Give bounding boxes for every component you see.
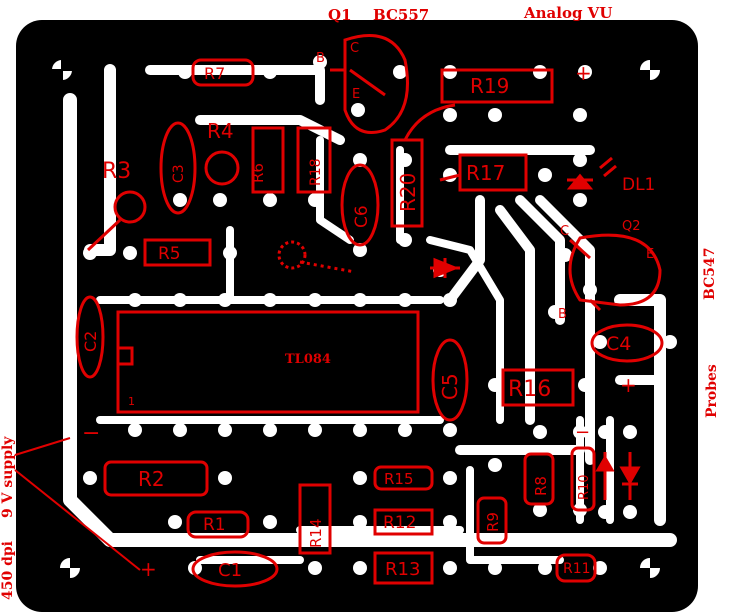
supply-pointer-lines xyxy=(14,437,141,571)
label-r14: R14 xyxy=(307,518,325,548)
r13-body xyxy=(373,551,434,585)
label-r4: R4 xyxy=(207,119,234,143)
label-r15: R15 xyxy=(384,470,414,488)
probes-label: Probes xyxy=(704,364,720,418)
r2-body xyxy=(103,460,209,497)
q1-part-number: BC557 xyxy=(373,6,429,24)
diode-d1 xyxy=(430,257,460,279)
probe-diode-b xyxy=(619,452,641,500)
mounting-holes xyxy=(50,58,662,580)
label-c5: C5 xyxy=(438,373,462,400)
c5-body xyxy=(431,338,469,422)
board-title: Analog VU xyxy=(523,4,612,22)
jumper-pad-ring xyxy=(277,240,307,270)
r15-body xyxy=(373,465,434,491)
label-ic-pin1: 1 xyxy=(128,395,135,408)
r12-body xyxy=(373,508,434,536)
q1-pin-b: B xyxy=(316,51,325,66)
label-r11: R11 xyxy=(563,561,591,577)
r3-lead xyxy=(86,218,122,252)
r16-body xyxy=(501,368,575,407)
dpi-label: 450 dpi xyxy=(0,541,16,600)
q1-pin-c: C xyxy=(350,41,359,56)
label-r16: R16 xyxy=(508,377,551,402)
r19-body xyxy=(440,68,554,104)
jumper-dotted xyxy=(299,260,356,274)
label-r13: R13 xyxy=(385,559,420,580)
q2-pin-c: C xyxy=(560,224,569,239)
probe-diode-a xyxy=(595,452,615,500)
q1-base-lead xyxy=(330,68,386,97)
r3-pad-ring xyxy=(113,190,147,224)
label-r20: R20 xyxy=(396,173,420,212)
label-r19: R19 xyxy=(470,74,509,98)
q2-pin-b: B xyxy=(558,307,567,322)
label-r10: R10 xyxy=(577,474,592,500)
c4-body xyxy=(590,323,664,363)
q1-outline xyxy=(343,34,409,134)
r7-body xyxy=(191,58,255,87)
r20-body xyxy=(390,138,424,228)
c2-body xyxy=(75,295,105,379)
label-c2: C2 xyxy=(81,331,100,352)
label-c4: C4 xyxy=(606,333,631,355)
label-r7: R7 xyxy=(204,64,225,83)
r1-body xyxy=(186,510,250,539)
label-r1: R1 xyxy=(203,515,226,535)
label-c3: C3 xyxy=(171,164,187,183)
q2-leads xyxy=(568,238,602,312)
r11-body xyxy=(555,553,597,583)
label-r9: R9 xyxy=(484,512,502,532)
plus-mark-probes: + xyxy=(620,373,637,397)
label-r2: R2 xyxy=(138,467,165,491)
minus-mark-probes: − xyxy=(575,422,590,443)
label-c6: C6 xyxy=(352,205,372,228)
dl1-symbol xyxy=(566,156,617,190)
r18-body xyxy=(296,126,332,194)
label-q2: Q2 xyxy=(622,219,641,234)
label-r3: R3 xyxy=(102,159,131,184)
q2-outline xyxy=(568,233,662,307)
label-r5: R5 xyxy=(158,244,181,264)
plus-mark-supply: + xyxy=(140,557,157,581)
label-r17: R17 xyxy=(466,161,505,185)
r4-pad-ring xyxy=(204,150,240,186)
minus-mark-supply: − xyxy=(82,421,100,446)
r6-body xyxy=(251,126,285,194)
label-c1: C1 xyxy=(218,560,242,581)
label-r12: R12 xyxy=(383,513,416,533)
silkscreen xyxy=(75,34,664,588)
r20-r19-wire xyxy=(403,103,456,141)
r10-body xyxy=(570,446,596,512)
r17-wire xyxy=(439,173,461,182)
c6-body xyxy=(340,163,380,247)
label-r18: R18 xyxy=(308,158,324,186)
r9-body xyxy=(476,496,508,545)
q2-pin-e: E xyxy=(646,247,654,262)
r17-body xyxy=(458,153,528,192)
label-dl1: DL1 xyxy=(622,175,655,195)
c1-body xyxy=(191,550,279,588)
q1-title: Q1 xyxy=(328,6,352,24)
supply-label: 9 V supply xyxy=(0,436,16,518)
r8-body xyxy=(523,452,555,506)
q1-pin-e: E xyxy=(352,87,360,102)
r5-body xyxy=(143,238,212,267)
ic-footprint-fill xyxy=(110,325,420,405)
label-r8: R8 xyxy=(532,476,550,496)
ic-pin1-marker xyxy=(116,346,134,366)
c3-body xyxy=(159,121,197,215)
label-ic: TL084 xyxy=(285,352,331,367)
component-labels: R7 R19 R4 R3 R5 R17 R16 R2 R15 R1 R12 R1… xyxy=(81,41,655,581)
q2-part-label: BC547 xyxy=(702,248,718,300)
label-r6: R6 xyxy=(249,163,267,183)
solder-pads xyxy=(83,55,677,575)
r14-body xyxy=(298,483,332,555)
plus-mark-top: + xyxy=(575,61,592,85)
